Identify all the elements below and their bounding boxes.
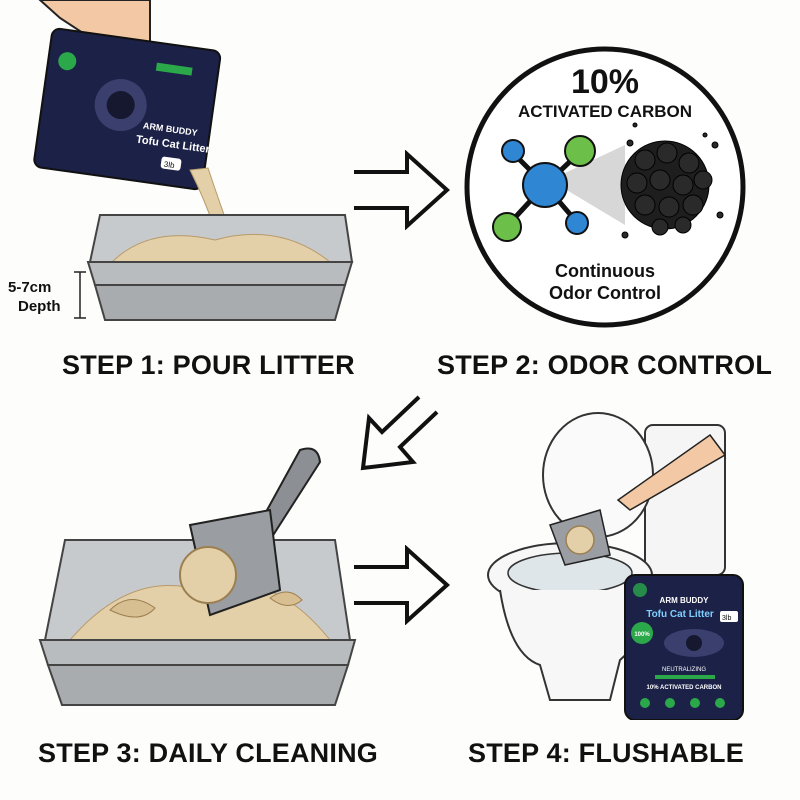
bag-product: Tofu Cat Litter [646,609,714,620]
scoop-icon [549,509,611,566]
step3-label: STEP 3: DAILY CLEANING [38,738,378,768]
percent-text: 10% [571,63,639,101]
depth-label: Depth [18,298,61,315]
step2-illustration: 10% ACTIVATED CARBON Continuous Odor Con… [464,46,746,328]
bag-tagline: NEUTRALIZING [662,667,706,673]
bag-badge: 100% [634,632,650,638]
caption-line2: Odor Control [549,283,661,303]
arrow-right-icon [354,545,450,625]
step4-label: STEP 4: FLUSHABLE [468,738,744,768]
ingredient-text: ACTIVATED CARBON [518,102,692,121]
scoop-icon [179,447,322,617]
step3-illustration [38,447,357,706]
arrow-right-icon [354,150,450,230]
bag-brand: ARM BUDDY [660,596,710,605]
step4-illustration: ARM BUDDY Tofu Cat Litter 3lb 100% NEUTR… [487,412,744,720]
litter-bag: ARM BUDDY Tofu Cat Litter 3lb 100% NEUTR… [624,574,744,720]
step1-illustration: ARM BUDDY Tofu Cat Litter 3lb 5-7cm Dept… [8,0,354,321]
step1-label: STEP 1: POUR LITTER [62,350,355,380]
hand-icon [616,433,727,511]
bag-weight: 3lb [163,160,175,170]
caption-line1: Continuous [555,261,655,281]
molecule-icon [492,135,596,242]
carbon-cluster-icon [620,122,724,239]
depth-value: 5-7cm [8,279,51,296]
bag-weight: 3lb [722,615,731,622]
litter-tray [86,214,354,321]
step2-label: STEP 2: ODOR CONTROL [437,350,773,380]
litter-bag-pouring: ARM BUDDY Tofu Cat Litter 3lb [33,27,222,191]
bag-ingredient: 10% ACTIVATED CARBON [647,685,722,691]
arrow-down-left-icon [360,395,439,471]
